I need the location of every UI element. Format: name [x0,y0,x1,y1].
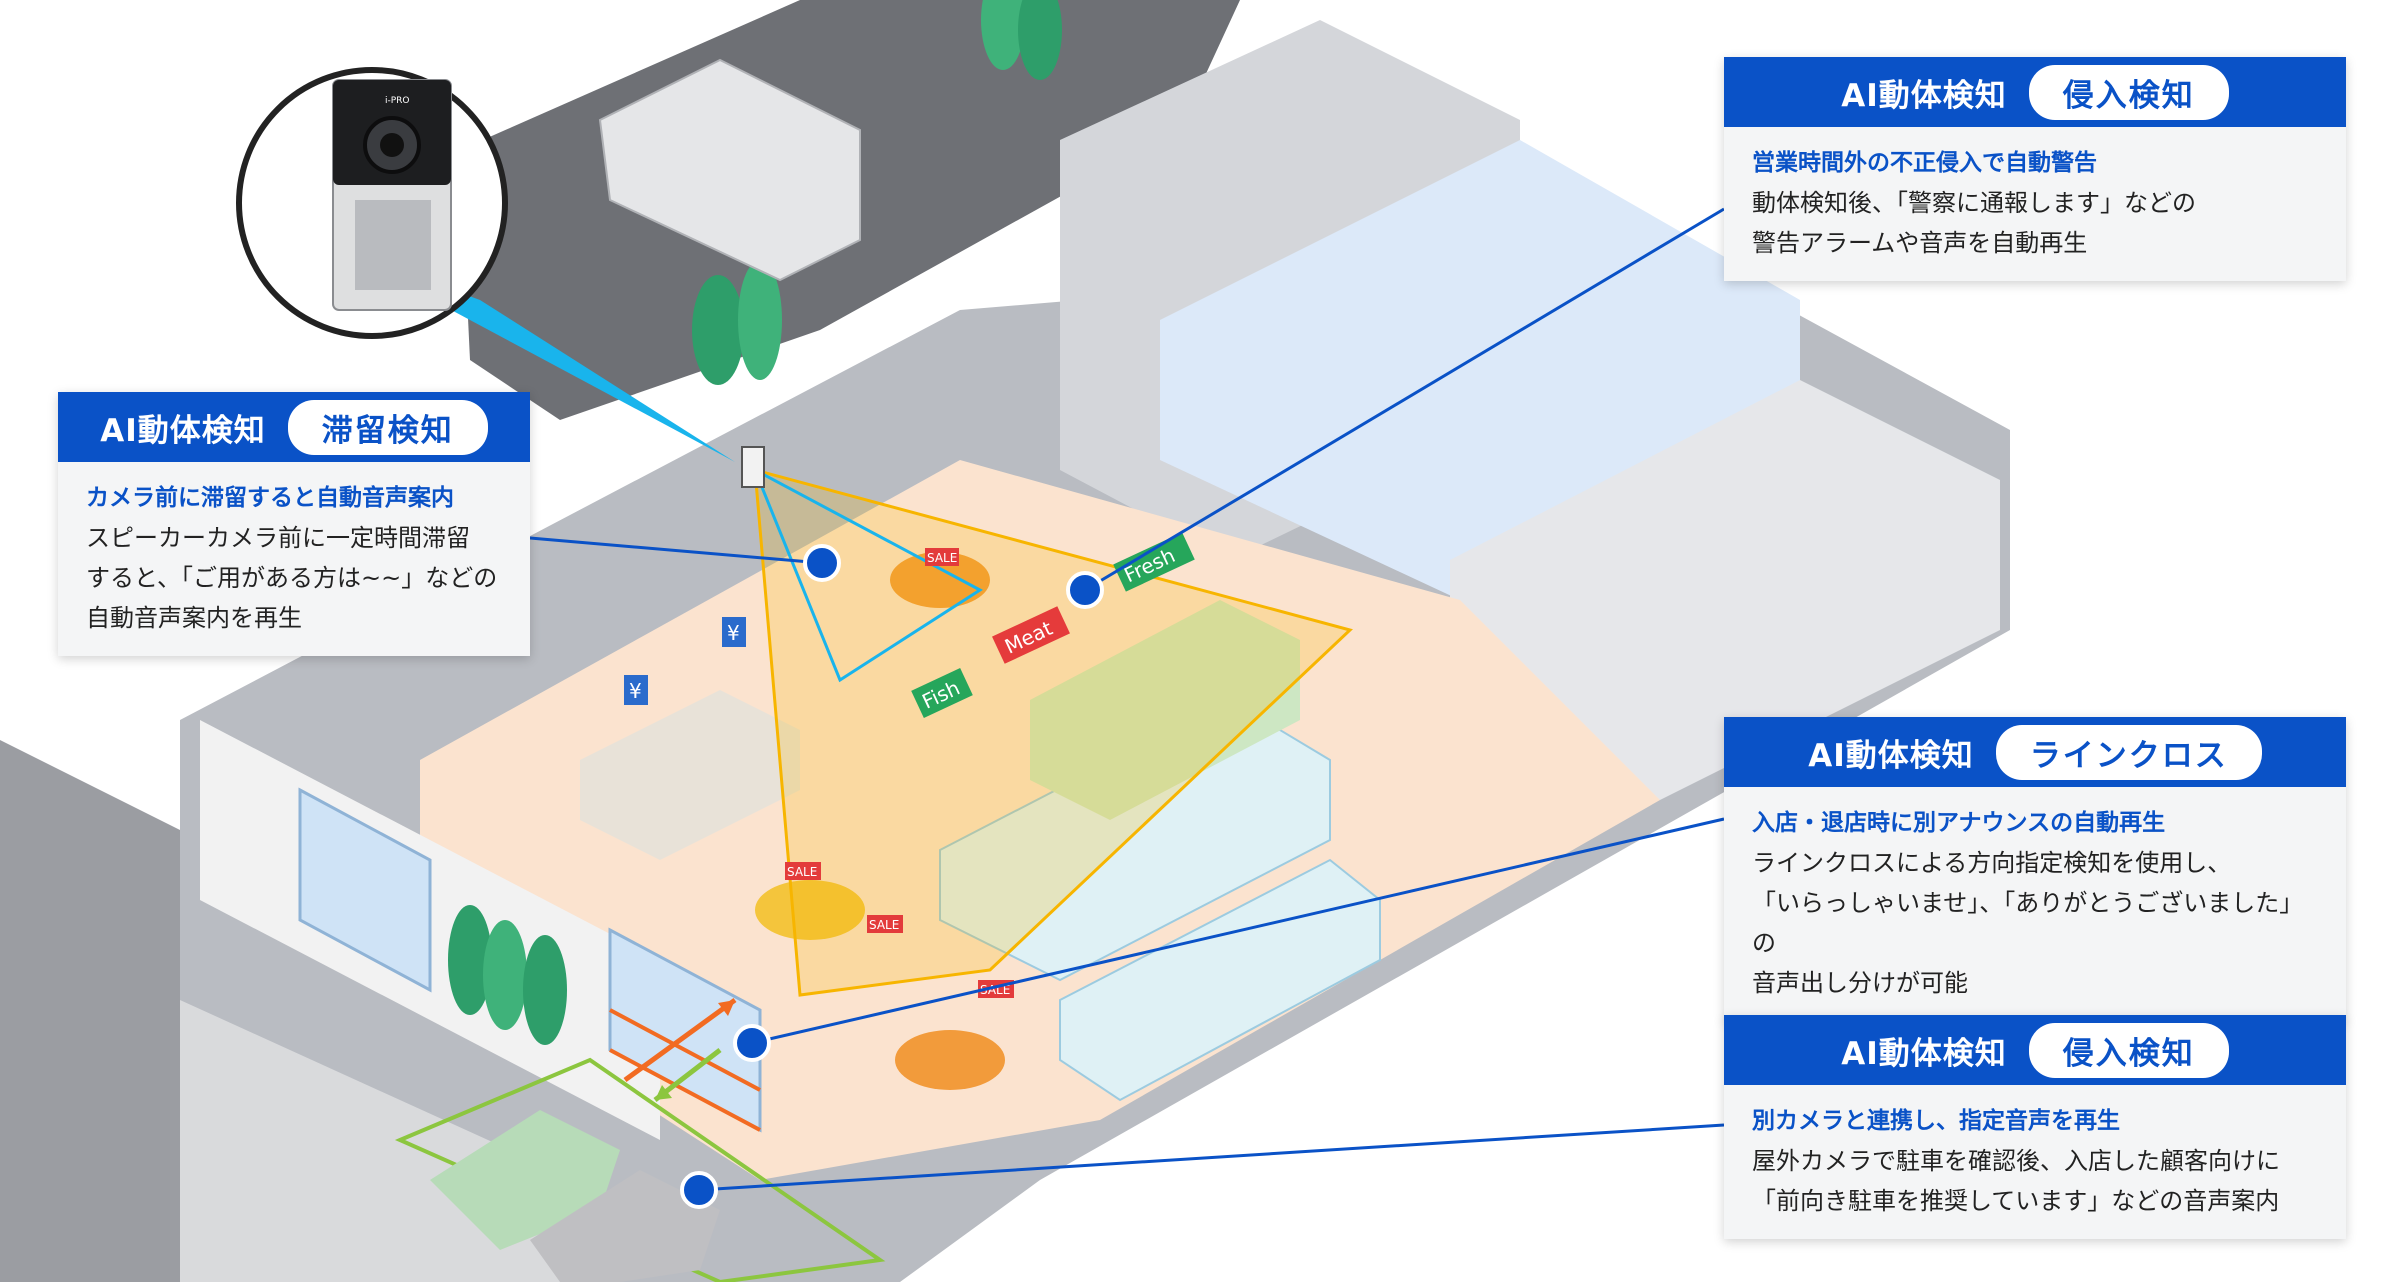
sign-sale-3 [867,915,903,933]
sign-yen-2 [624,675,648,705]
callout-dwell-description: スピーカーカメラ前に一定時間滞留 すると、「ご用がある方は~~」などの 自動音声… [86,524,498,632]
camera-view-triangle [752,466,983,683]
sign-yen-1-text: ¥ [727,621,740,645]
callout-intrusion-bottom-type: 侵入検知 [2028,1022,2229,1078]
leader-line-intrusion-top [1084,207,1725,592]
callout-intrusion-bottom-ai-label: AI動体検知 [1841,1035,2007,1072]
tree [523,935,567,1045]
callout-dwell-type: 滞留検知 [287,399,488,455]
cashier-counter [580,690,800,860]
sign-meat [992,606,1070,664]
detection-point-icon [803,544,841,582]
tree [448,905,492,1015]
callout-intrusion-bottom-description: 屋外カメラで駐車を確認後、入店した顧客向けに 「前向き駐車を推奨しています」など… [1752,1147,2280,1215]
callout-dwell-lead: カメラ前に滞留すると自動音声案内 [86,485,454,511]
sign-sale-2-text: SALE [787,865,817,879]
detection-point-icon [1066,571,1104,609]
callout-linecross: AI動体検知 ラインクロス 入店・退店時に別アナウンスの自動再生 ラインクロスに… [1724,717,2346,1021]
produce-display [755,880,865,940]
delivery-truck [598,58,861,282]
callout-intrusion-top-lead: 営業時間外の不正侵入で自動警告 [1752,150,2097,176]
callout-intrusion-top-description: 動体検知後、「警察に通報します」などの 警告アラームや音声を自動再生 [1752,189,2196,257]
fresh-counter [1030,600,1300,820]
kitchen-floor [1450,380,2000,800]
sign-sale-2 [785,862,821,880]
sign-fish [911,667,973,719]
leader-line-linecross [751,817,1725,1045]
tree [981,0,1025,70]
storefront-glass-left [298,787,432,993]
tree [692,275,744,385]
callout-linecross-body: 入店・退店時に別アナウンスの自動再生 ラインクロスによる方向指定検知を使用し、 … [1724,787,2346,1021]
callout-dwell-header: AI動体検知 滞留検知 [58,392,530,462]
callout-intrusion-bottom-body: 別カメラと連携し、指定音声を再生 屋外カメラで駐車を確認後、入店した顧客向けに … [1724,1085,2346,1239]
linecross-arrows [609,997,761,1132]
callout-linecross-ai-label: AI動体検知 [1808,737,1974,774]
product-shelf [1059,858,1381,1102]
callout-intrusion-bottom-lead: 別カメラと連携し、指定音声を再生 [1752,1108,2120,1134]
callout-dwell: AI動体検知 滞留検知 カメラ前に滞留すると自動音声案内 スピーカーカメラ前に一… [58,392,530,656]
detection-point-icon [733,1024,771,1062]
leader-line-dwell [529,536,823,565]
callout-intrusion-top: AI動体検知 侵入検知 営業時間外の不正侵入で自動警告 動体検知後、「警察に通報… [1724,57,2346,281]
sign-yen-2-text: ¥ [629,679,642,703]
callout-intrusion-top-type: 侵入検知 [2028,64,2229,120]
callout-linecross-lead: 入店・退店時に別アナウンスの自動再生 [1752,810,2166,836]
callout-linecross-description: ラインクロスによる方向指定検知を使用し、 「いらっしゃいませ」、「ありがとうござ… [1752,849,2304,997]
tree [483,920,527,1030]
produce-display [890,552,990,608]
sign-sale-1-text: SALE [927,551,957,565]
callout-intrusion-top-header: AI動体検知 侵入検知 [1724,57,2346,127]
leader-line-intrusion-bottom [698,1123,1725,1192]
car-gray [530,1170,720,1282]
speaker-camera-icon [332,79,452,311]
callout-dwell-ai-label: AI動体検知 [100,412,266,449]
callout-linecross-header: AI動体検知 ラインクロス [1724,717,2346,787]
detection-point-icon [680,1171,718,1209]
sign-sale-1 [925,548,959,566]
callout-intrusion-top-body: 営業時間外の不正侵入で自動警告 動体検知後、「警察に通報します」などの 警告アラ… [1724,127,2346,281]
tree [1018,0,1062,80]
callout-intrusion-bottom-header: AI動体検知 侵入検知 [1724,1015,2346,1085]
sign-fresh [1113,532,1195,592]
sign-yen-1 [722,617,746,647]
wall-camera [741,446,765,488]
produce-display [895,1030,1005,1090]
camera-brand: i-PRO [385,96,410,106]
tree [738,260,782,380]
sign-sale-3-text: SALE [869,918,899,932]
callout-linecross-type: ラインクロス [1995,724,2262,780]
callout-intrusion-top-ai-label: AI動体検知 [1841,77,2007,114]
callout-intrusion-bottom: AI動体検知 侵入検知 別カメラと連携し、指定音声を再生 屋外カメラで駐車を確認… [1724,1015,2346,1239]
callout-dwell-body: カメラ前に滞留すると自動音声案内 スピーカーカメラ前に一定時間滞留 すると、「ご… [58,462,530,656]
